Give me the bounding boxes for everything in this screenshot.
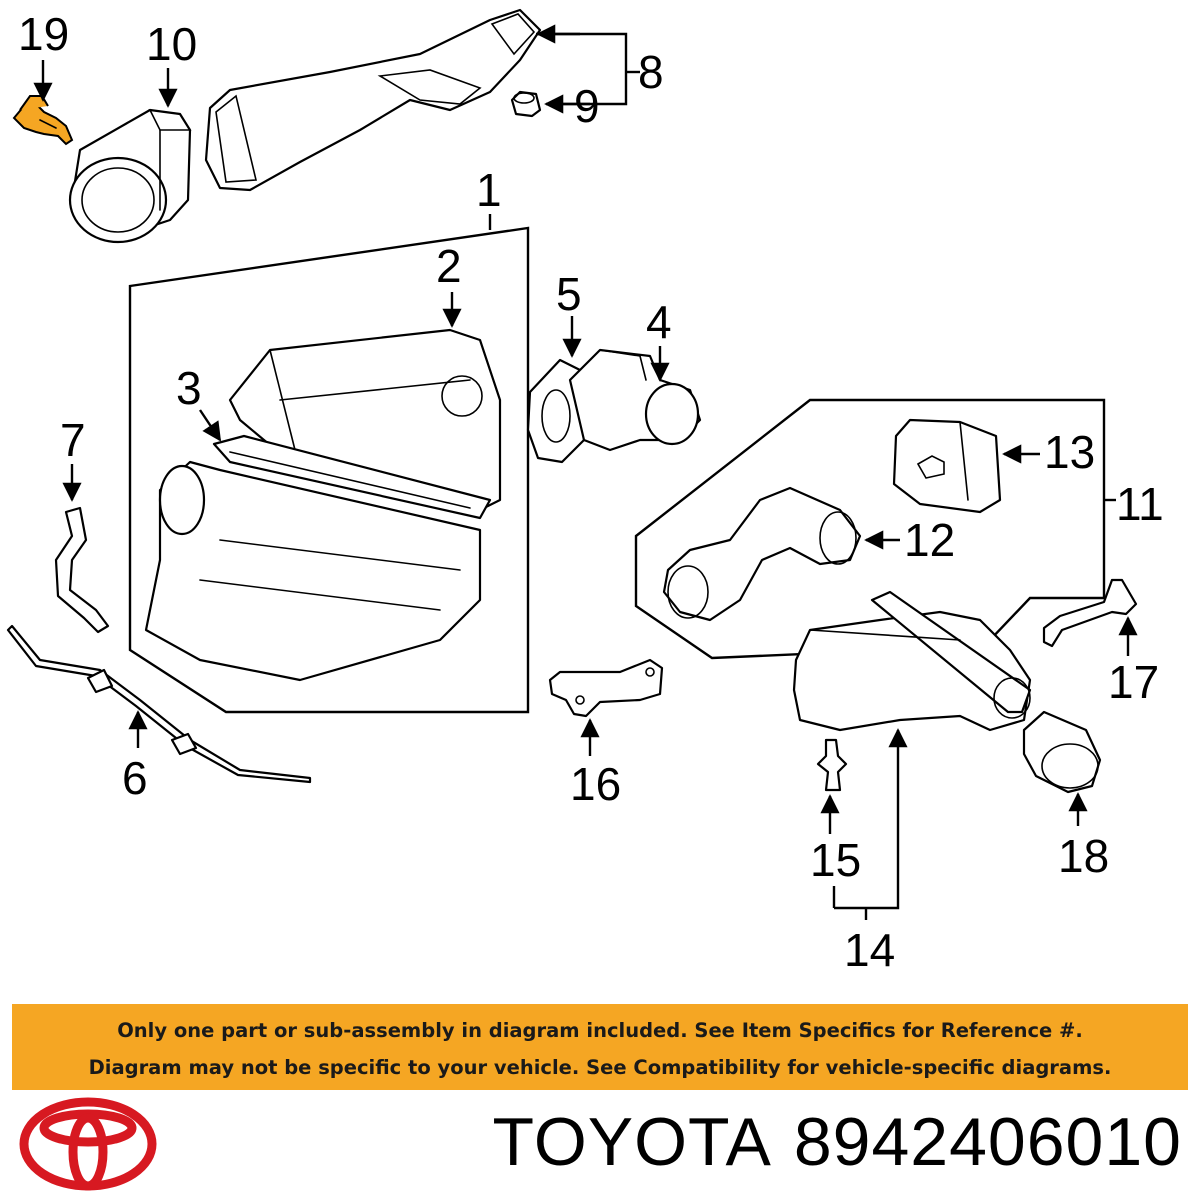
part-18-hose[interactable] (1022, 710, 1102, 794)
callout-13: 13 (1044, 426, 1095, 478)
notice-line-2: Diagram may not be specific to your vehi… (88, 1056, 1112, 1079)
callout-17: 17 (1108, 656, 1159, 708)
part-10-adapter[interactable] (68, 108, 192, 244)
brand-name: TOYOTA (492, 1104, 772, 1180)
part-14-lower-duct[interactable] (792, 590, 1032, 732)
callout-4: 4 (646, 296, 672, 348)
callout-5: 5 (556, 268, 582, 320)
callout-1: 1 (476, 164, 502, 216)
callout-6: 6 (122, 752, 148, 804)
callout-9: 9 (574, 80, 600, 132)
part-12-intake-hose[interactable] (662, 486, 862, 622)
assembly-1-frame (128, 226, 530, 714)
callout-12: 12 (904, 514, 955, 566)
callout-14: 14 (844, 924, 895, 976)
part-7-hose[interactable] (54, 506, 110, 634)
toyota-emblem-icon (19, 1097, 157, 1191)
brand-line: TOYOTA 8942406010 (493, 1092, 1182, 1192)
callout-11: 11 (1116, 478, 1164, 530)
part-number: 8942406010 (793, 1104, 1182, 1180)
callout-2: 2 (436, 240, 462, 292)
notice-line-1: Only one part or sub-assembly in diagram… (117, 1019, 1083, 1042)
notice-banner: Only one part or sub-assembly in diagram… (12, 1004, 1188, 1090)
part-3-filter-element[interactable] (212, 434, 492, 520)
part-8-intake-duct[interactable] (204, 8, 542, 192)
part-16-bracket[interactable] (548, 658, 664, 718)
part-4-air-flow-meter[interactable] (568, 348, 702, 452)
parts-diagram: 19 10 8 9 1 2 (6, 8, 1164, 976)
part-19-sensor[interactable] (12, 95, 74, 146)
assembly-11-frame (634, 398, 1106, 660)
part-9-grommet[interactable] (510, 90, 542, 118)
callout-7: 7 (60, 414, 86, 466)
callout-18: 18 (1058, 830, 1109, 882)
air-cleaner-case[interactable] (144, 460, 482, 682)
callout-10: 10 (146, 18, 197, 70)
callout-19: 19 (18, 8, 69, 60)
bracket-14 (834, 728, 908, 910)
part-15-clip[interactable] (816, 738, 848, 792)
callout-3: 3 (176, 362, 202, 414)
callout-16: 16 (570, 758, 621, 810)
part-6-support-rod[interactable] (6, 624, 312, 784)
callout-15: 15 (810, 834, 861, 886)
callout-8: 8 (638, 46, 664, 98)
part-13-resonator[interactable] (892, 418, 1002, 514)
part-5-gasket[interactable] (526, 358, 586, 464)
part-17-hose[interactable] (1042, 578, 1138, 648)
